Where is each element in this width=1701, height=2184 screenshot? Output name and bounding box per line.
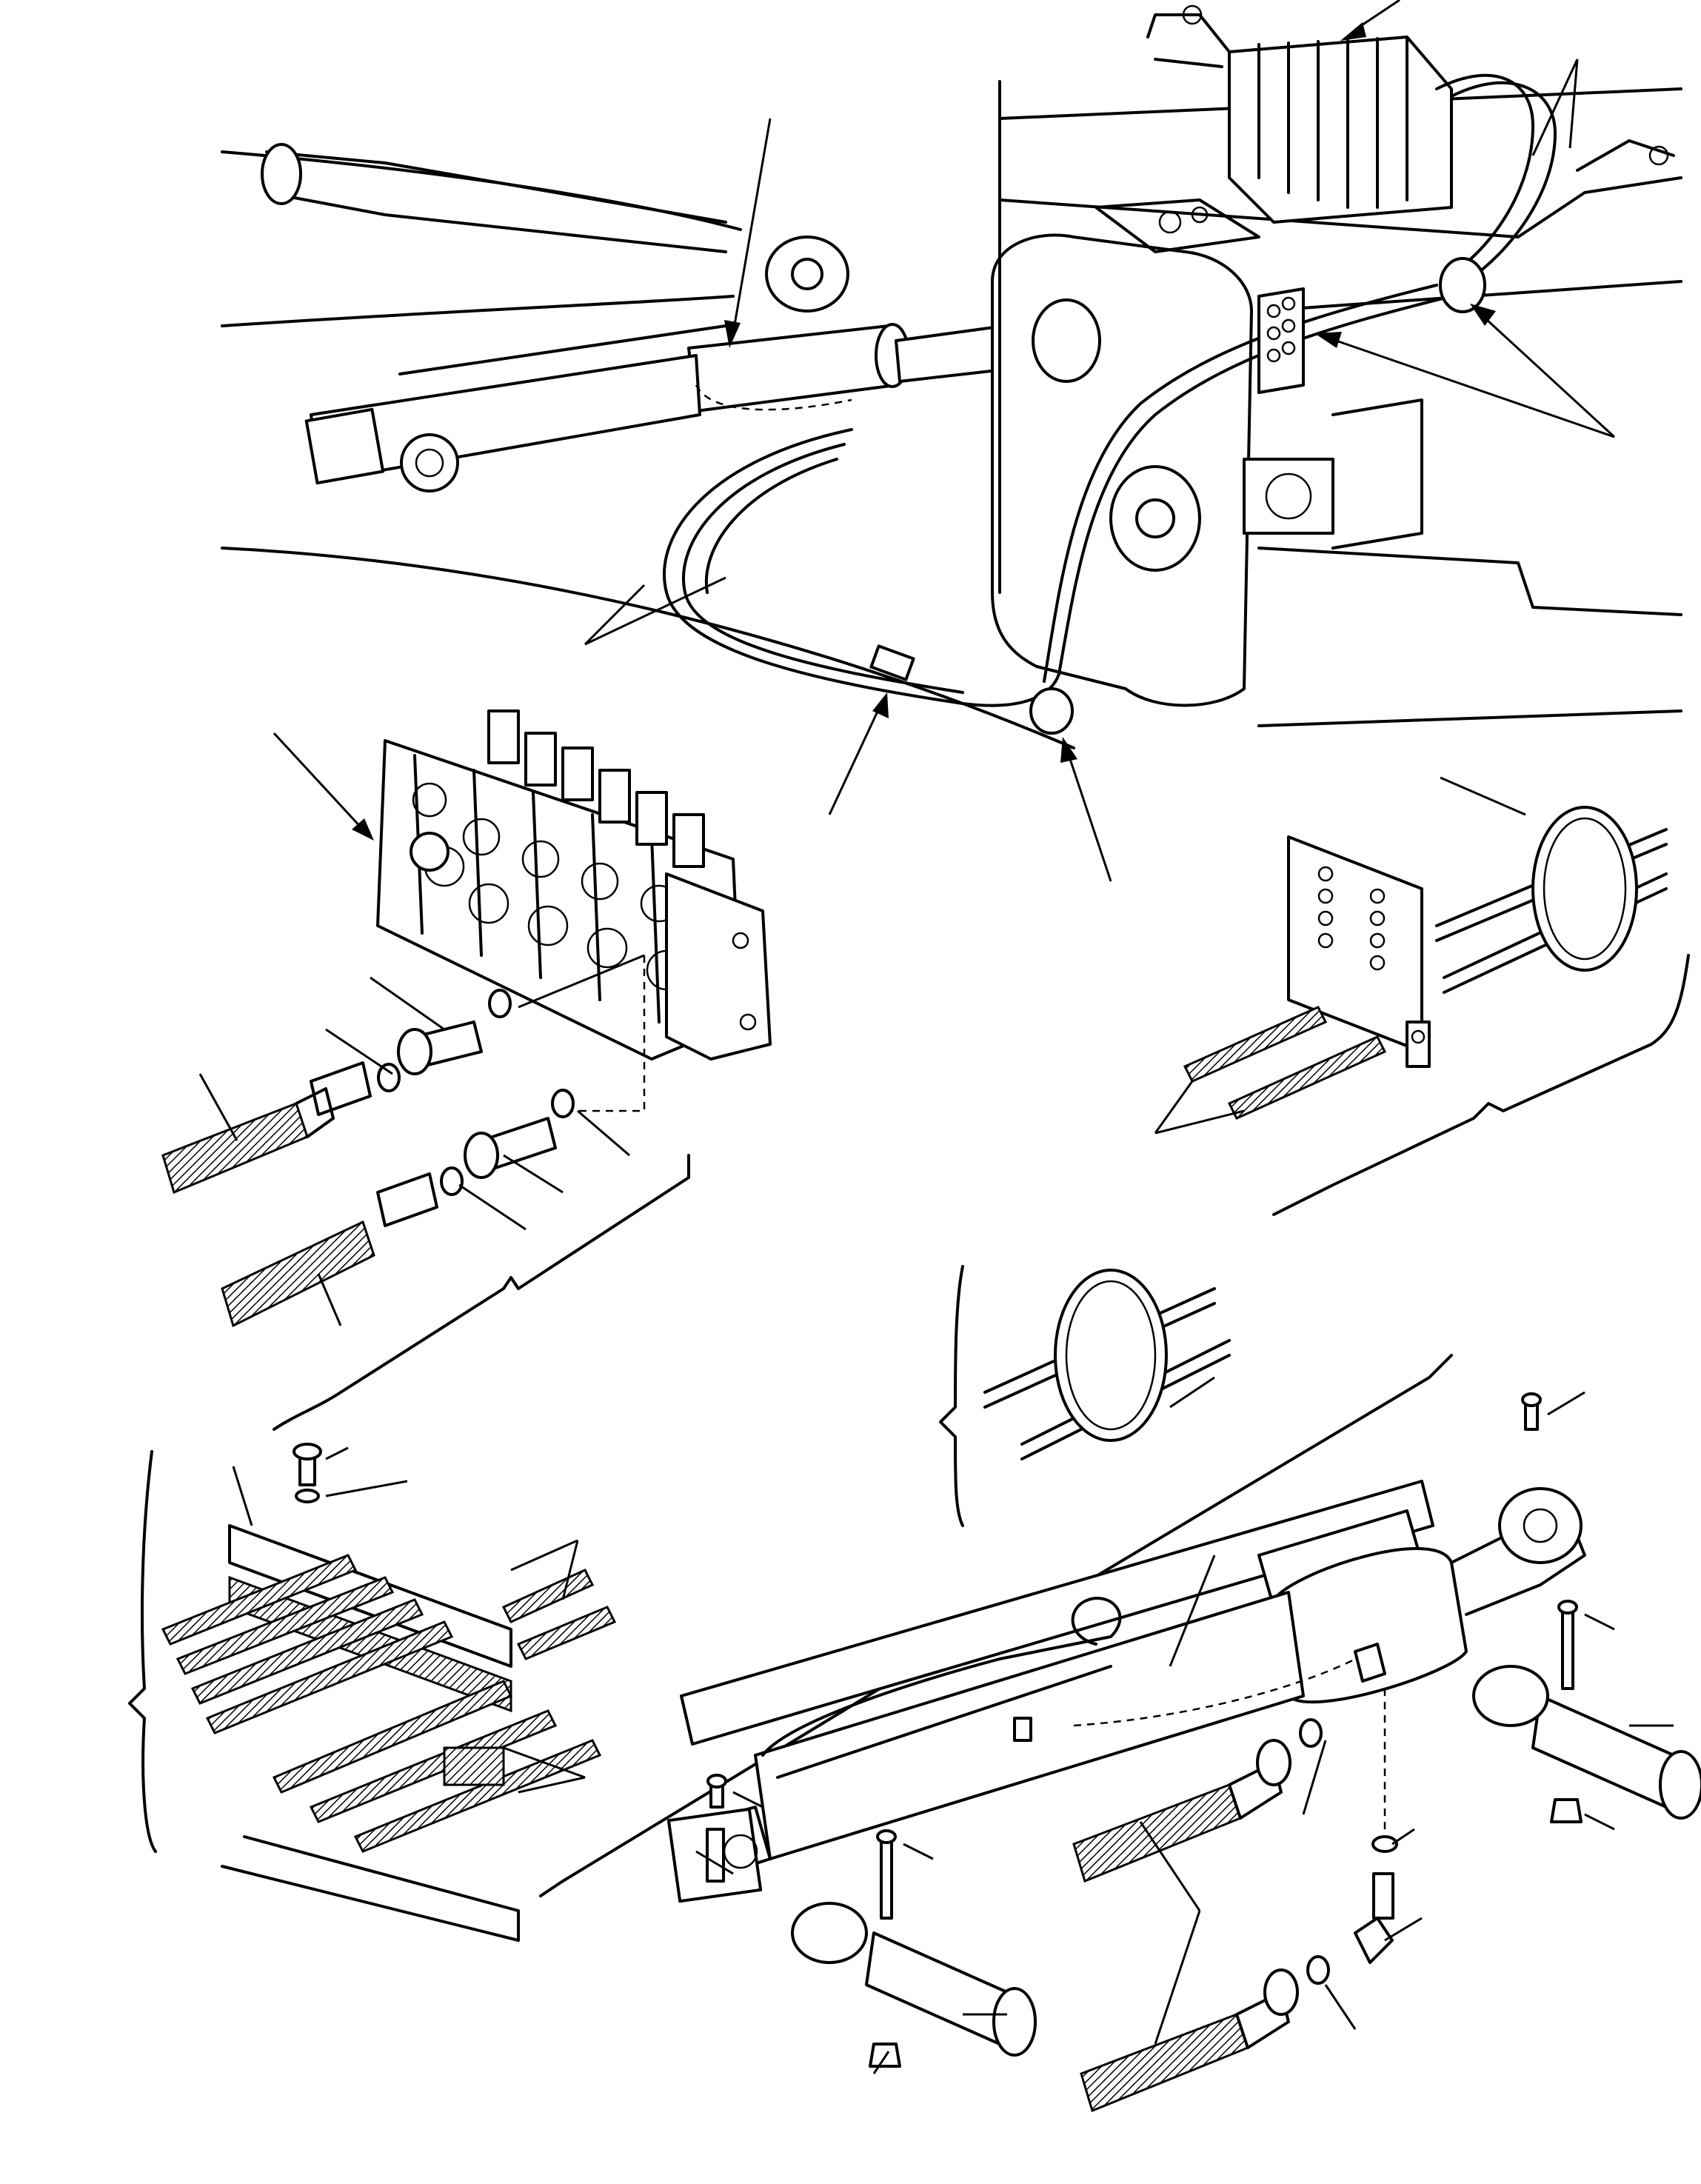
o-ring [488,989,512,1018]
hose-end [161,1102,309,1195]
grease-tube [706,1828,725,1883]
hose-guide-holes [1317,866,1386,971]
hose-spacer-block [443,1746,505,1786]
hose-clip [1013,1717,1032,1742]
pilot-valve-bank-installed [1146,4,1675,224]
hose-clip-main [869,644,915,681]
rod-eye [1498,1487,1583,1564]
nut [1550,1798,1583,1823]
bushing [1472,1665,1549,1727]
pivot-pin [865,1829,1037,2074]
hose-bundle-installed [663,73,1557,735]
valve-fittings-lower [221,955,646,1328]
group-bracket-spacer [128,1450,157,1853]
control-valve-bank [273,709,772,1061]
bolt [1561,1606,1574,1690]
hose-end [1072,1783,1242,1883]
hose-clamp [1531,806,1638,972]
callout-leaders-main [584,0,1616,882]
spacer-block-detail [128,1443,617,1942]
o-ring [440,1166,464,1196]
hose-end [221,1220,375,1328]
bushing [791,1902,868,1964]
boom-pivot-bore [791,258,823,290]
hose-guide-detail [1154,776,1690,1216]
washer [295,1489,320,1503]
hose-clamp [1054,1269,1168,1442]
hose-tubes [161,1554,617,1853]
boom-cylinder-end [261,143,302,205]
valve-ports [412,782,687,991]
boom-upper-cylinder [265,150,727,253]
adapter-fitting [1354,1643,1386,1683]
group-bracket-valve [273,1154,690,1431]
arm-cylinder [539,1354,1701,2113]
valve-fittings-upper [161,954,645,1195]
hose-nut [310,1061,372,1116]
o-ring [1306,1955,1330,1985]
grease-nipple [706,1774,763,1809]
group-bracket-guide [1272,954,1690,1216]
hose-end [1080,2013,1249,2113]
o-ring [1371,1835,1398,1853]
hose-grommet-main [1439,257,1486,313]
hose-clamp-ring-main [1029,687,1074,735]
elbow-fitting [1354,1917,1394,1964]
bolt [880,1835,893,1920]
swing-bracket [991,80,1682,727]
main-assembly-view [221,0,1682,882]
pivot-pin [1531,1600,1701,1831]
o-ring [377,1063,401,1092]
valve-spools [487,709,705,868]
o-ring [1299,1718,1323,1748]
clamp-detail [939,1265,1231,1527]
arm-cylinder-installed [304,317,1064,492]
o-ring [551,1089,575,1118]
bolt-head [293,1443,322,1460]
grease-nipple [1521,1391,1585,1431]
hose-nut [376,1172,438,1227]
